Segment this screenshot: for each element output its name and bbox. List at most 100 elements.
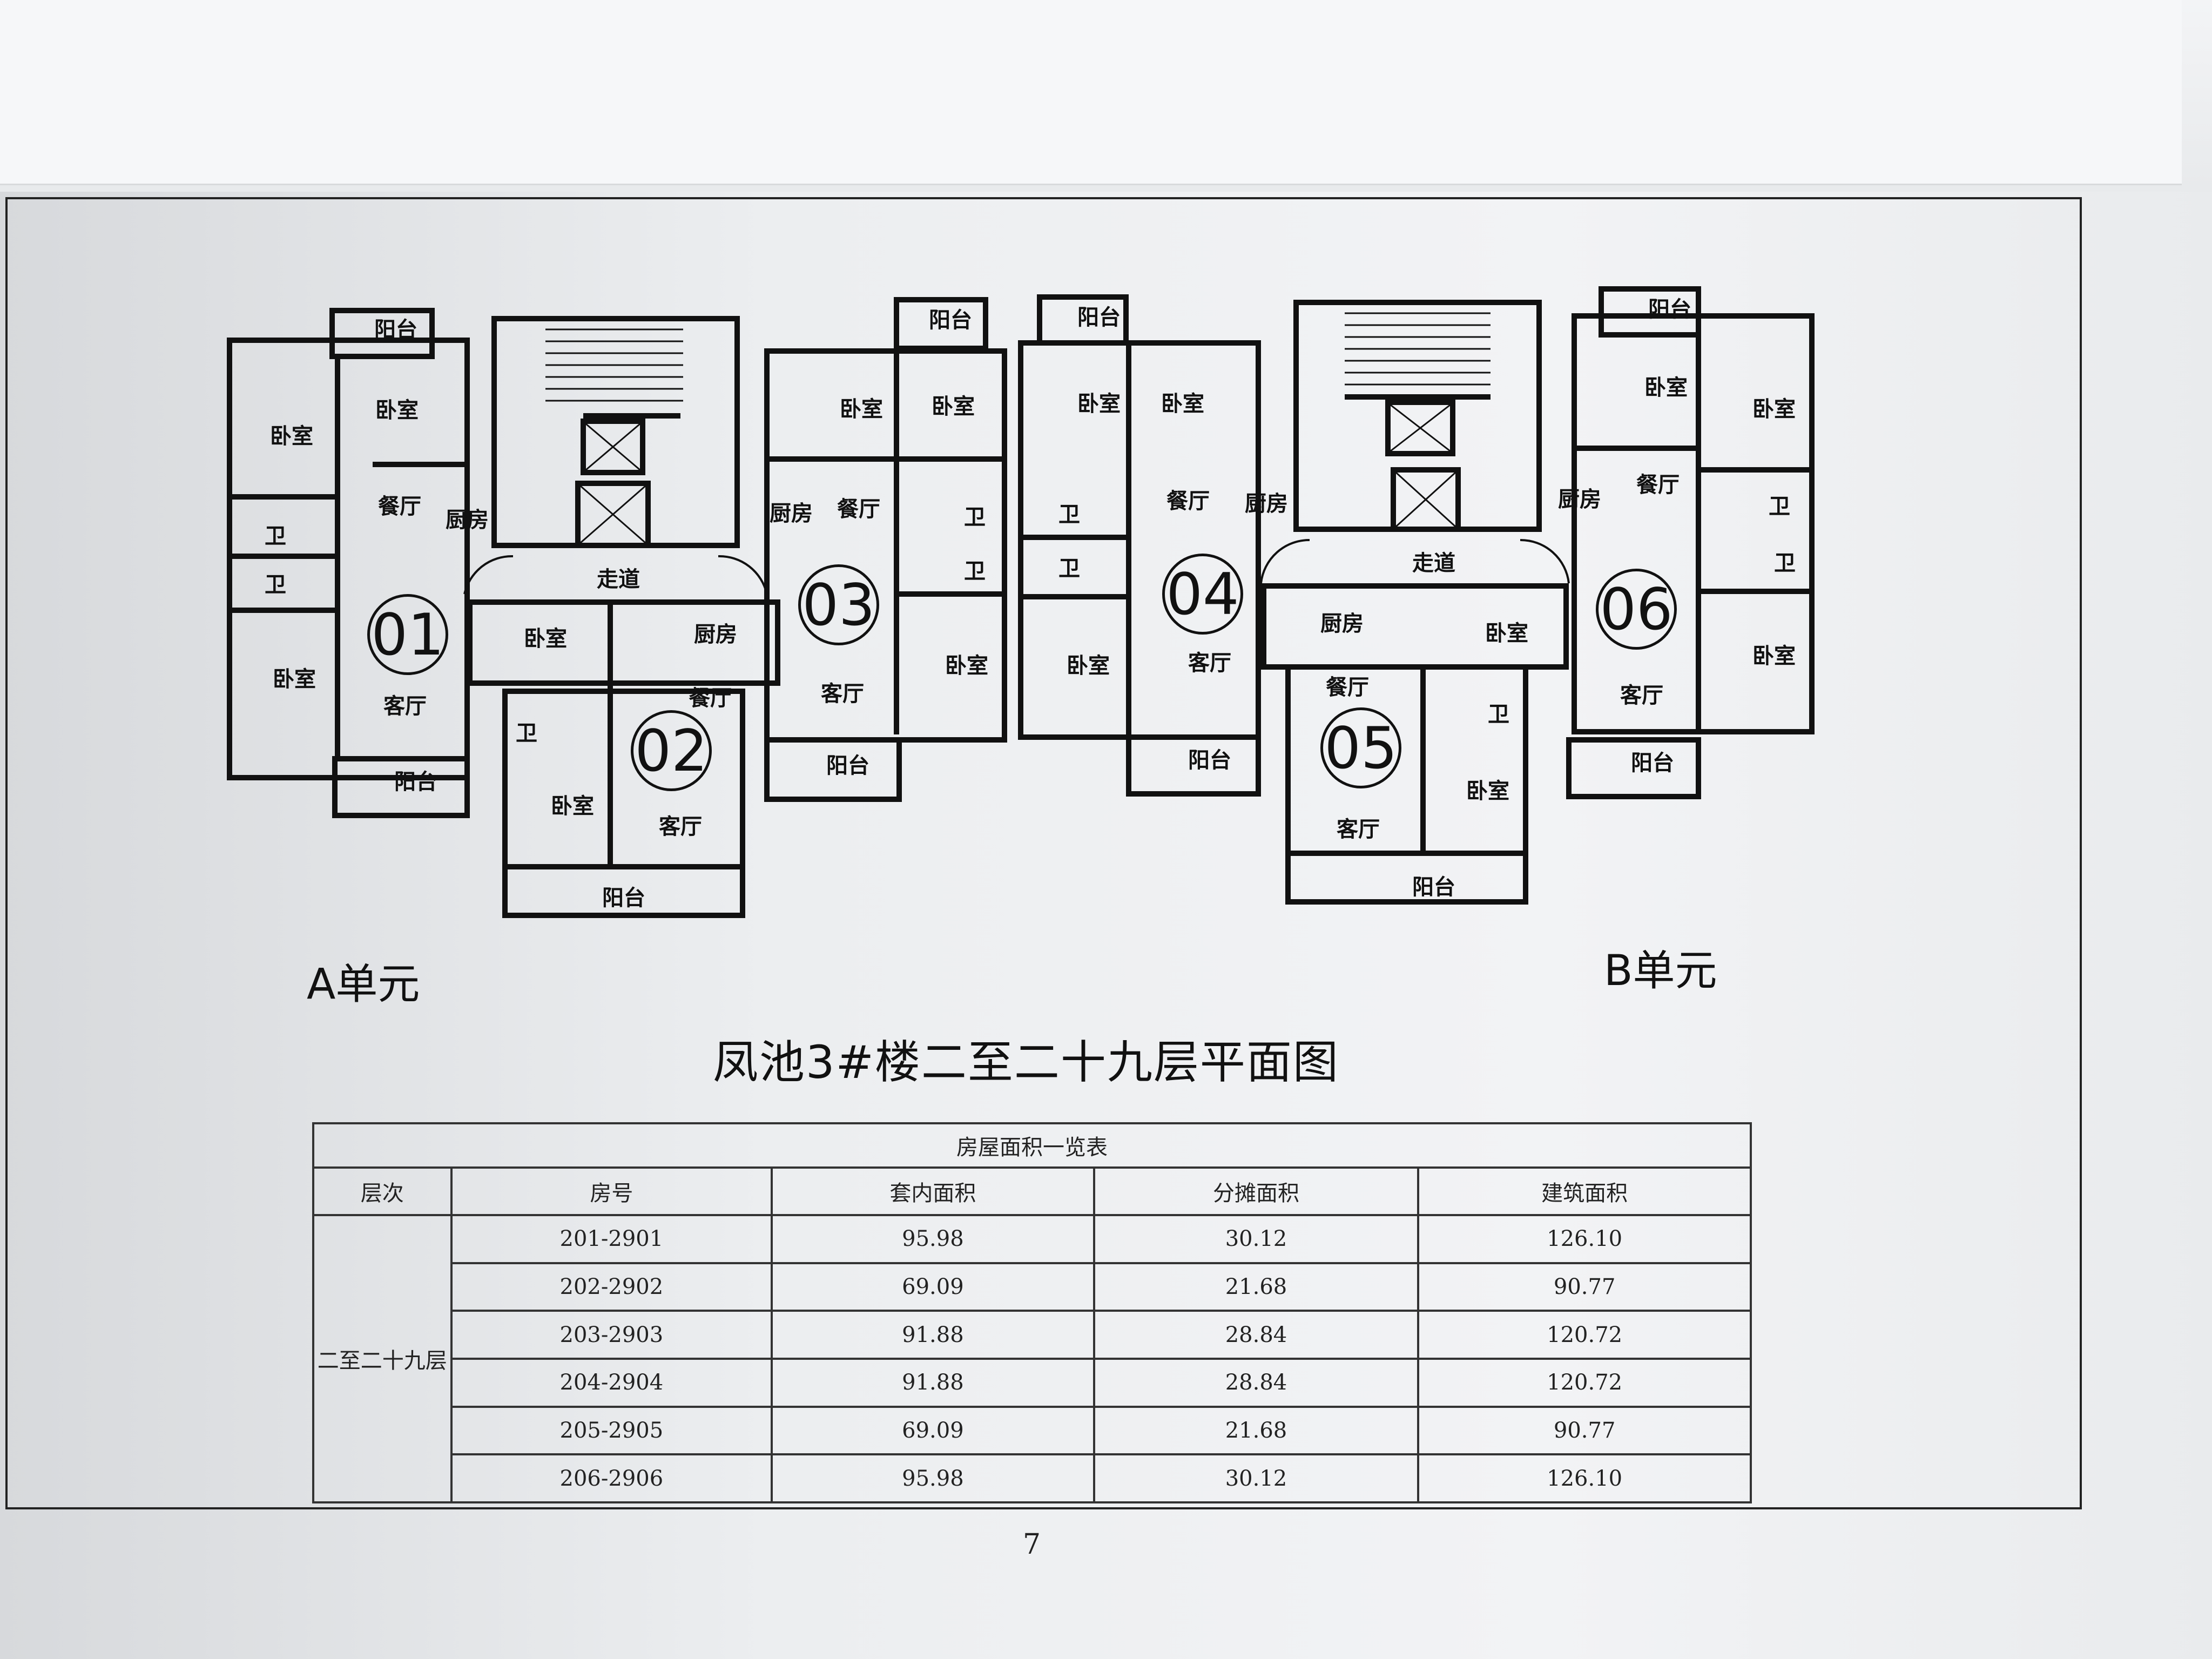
room-label-kitchen: 厨房 [694, 622, 737, 647]
room-label-bath: 卫 [1058, 502, 1080, 527]
floor-range-cell: 二至二十九层 [312, 1214, 453, 1503]
room-label-kitchen: 厨房 [1558, 487, 1601, 512]
room-label-dining: 餐厅 [1166, 488, 1210, 514]
room-label-dining: 餐厅 [837, 496, 880, 522]
room-label-balcony: 阳台 [602, 885, 645, 911]
inner-area-cell: 95.98 [771, 1453, 1095, 1503]
room-label-balcony: 阳台 [1077, 305, 1121, 330]
inner-area-cell: 69.09 [771, 1405, 1095, 1456]
room-label-balcony: 阳台 [394, 769, 437, 794]
room-label-bath: 卫 [516, 720, 537, 746]
room-label-balcony: 阳台 [1412, 874, 1455, 900]
table-header: 建筑面积 [1417, 1166, 1752, 1216]
room-number-cell: 201-2901 [450, 1214, 773, 1264]
room-label-balcony: 阳台 [1631, 750, 1674, 775]
room-label-kitchen: 厨房 [1245, 491, 1288, 516]
room-label-bedroom: 卧室 [524, 626, 567, 651]
page-number: 7 [1023, 1528, 1041, 1561]
inner-area-cell: 69.09 [771, 1262, 1095, 1312]
unit-number-02: 02 [631, 710, 712, 791]
table-row: 202-2902 69.09 21.68 90.77 [313, 1262, 1752, 1312]
table-row: 205-2905 69.09 21.68 90.77 [313, 1405, 1752, 1456]
room-label-bath: 卫 [964, 558, 986, 584]
room-label-balcony: 阳台 [374, 317, 417, 342]
room-number-cell: 206-2906 [450, 1453, 773, 1503]
room-label-living: 客厅 [383, 693, 427, 719]
room-label-kitchen: 厨房 [446, 507, 489, 532]
room-label-balcony: 阳台 [826, 753, 869, 778]
area-table: 房屋面积一览表 层次 房号 套内面积 分摊面积 建筑面积 二至二十九层 201-… [312, 1122, 1752, 1503]
room-label-living: 客厅 [821, 681, 864, 706]
page-title: 凤池3#楼二至二十九层平面图 [713, 1036, 1339, 1089]
shared-area-cell: 21.68 [1092, 1405, 1420, 1456]
room-label-kitchen: 厨房 [770, 501, 813, 526]
room-label-bedroom: 卧室 [1485, 621, 1528, 646]
shared-area-cell: 30.12 [1092, 1453, 1420, 1503]
table-caption: 房屋面积一览表 [312, 1122, 1752, 1169]
table-row: 206-2906 95.98 30.12 126.10 [313, 1453, 1752, 1503]
room-label-bath: 卫 [1488, 702, 1509, 727]
table-row: 二至二十九层 201-2901 95.98 30.12 126.10 [312, 1214, 1752, 1503]
table-row: 203-2903 91.88 28.84 120.72 [313, 1310, 1752, 1360]
table-header: 套内面积 [771, 1166, 1095, 1216]
table-header: 层次 [312, 1166, 453, 1216]
room-label-living: 客厅 [1337, 817, 1380, 842]
room-label-living: 客厅 [1620, 683, 1663, 708]
previous-page-edge [0, 0, 2182, 185]
room-label-balcony: 阳台 [1648, 296, 1691, 322]
table-header: 房号 [450, 1166, 773, 1216]
room-label-bath: 卫 [964, 504, 986, 530]
room-label-bath: 卫 [265, 523, 286, 549]
gross-area-cell: 126.10 [1417, 1214, 1752, 1264]
table-row: 204-2904 91.88 28.84 120.72 [313, 1357, 1752, 1408]
room-number-cell: 203-2903 [450, 1310, 773, 1360]
room-label-living: 客厅 [659, 814, 702, 839]
room-label-balcony: 阳台 [1188, 747, 1231, 773]
unit-number-03: 03 [798, 564, 879, 645]
gross-area-cell: 90.77 [1417, 1405, 1752, 1456]
room-label-bedroom: 卧室 [1644, 375, 1688, 400]
room-label-balcony: 阳台 [929, 307, 972, 333]
room-label-bedroom: 卧室 [551, 793, 594, 819]
gross-area-cell: 120.72 [1417, 1357, 1752, 1408]
unit-number-05: 05 [1320, 707, 1401, 788]
shared-area-cell: 21.68 [1092, 1262, 1420, 1312]
room-label-dining: 餐厅 [378, 494, 421, 519]
room-label-living: 客厅 [1188, 650, 1231, 676]
inner-area-cell: 91.88 [771, 1310, 1095, 1360]
room-number-cell: 204-2904 [450, 1357, 773, 1408]
inner-area-cell: 91.88 [771, 1357, 1095, 1408]
room-label-bedroom: 卧室 [1161, 391, 1204, 416]
unit-a-label: A单元 [307, 960, 420, 1009]
room-label-kitchen: 厨房 [1320, 611, 1364, 636]
page-frame [5, 197, 2082, 1509]
room-label-bedroom: 卧室 [932, 394, 975, 419]
room-label-bedroom: 卧室 [945, 653, 988, 678]
unit-number-04: 04 [1162, 554, 1243, 635]
shared-area-cell: 28.84 [1092, 1357, 1420, 1408]
room-label-bedroom: 卧室 [375, 397, 419, 423]
gross-area-cell: 120.72 [1417, 1310, 1752, 1360]
room-label-bedroom: 卧室 [840, 396, 883, 422]
gross-area-cell: 90.77 [1417, 1262, 1752, 1312]
table-header: 分摊面积 [1092, 1166, 1420, 1216]
room-label-dining: 餐厅 [1326, 675, 1369, 700]
room-number-cell: 205-2905 [450, 1405, 773, 1456]
unit-number-06: 06 [1596, 569, 1677, 650]
gross-area-cell: 126.10 [1417, 1453, 1752, 1503]
room-label-dining: 餐厅 [1636, 472, 1680, 497]
inner-area-cell: 95.98 [771, 1214, 1095, 1264]
room-label-bedroom: 卧室 [270, 423, 313, 449]
room-label-bedroom: 卧室 [1752, 643, 1796, 669]
room-label-bath: 卫 [1769, 494, 1790, 519]
unit-b-label: B单元 [1604, 947, 1717, 995]
room-label-bedroom: 卧室 [1067, 653, 1110, 678]
room-number-cell: 202-2902 [450, 1262, 773, 1312]
room-label-bath: 卫 [265, 572, 286, 597]
shared-area-cell: 28.84 [1092, 1310, 1420, 1360]
room-label-corridor: 走道 [1412, 550, 1455, 576]
room-label-dining: 餐厅 [689, 685, 732, 711]
room-label-corridor: 走道 [597, 567, 640, 592]
